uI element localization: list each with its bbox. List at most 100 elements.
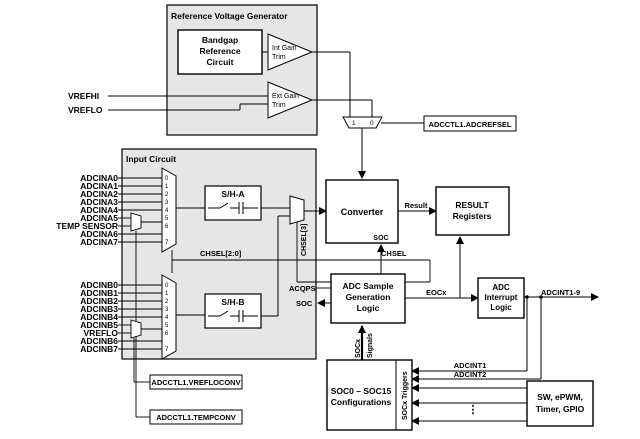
tempconv-box [149,409,243,425]
int-gain-label-2: Trim [272,54,286,61]
mux-a-numbers: 0 1 2 3 4 5 6 7 [165,176,169,246]
mux-a-num-7: 7 [165,240,169,246]
adcinb4-label: ADCINB4 [80,312,118,322]
soc-config-label-1: SOC0 – SOC15 [331,386,392,396]
mux-b-num-1: 1 [165,291,169,297]
converter-soc-label: SOC [373,235,388,242]
adc-interrupt-block [477,277,525,319]
adcinb5-label: ADCINB5 [80,320,118,330]
adc-int-label-1: ADC [492,283,510,292]
adcinb1-label: ADCINB1 [80,288,118,298]
mux-a-num-5: 5 [165,216,169,222]
mux-a-num-1: 1 [165,184,169,190]
mux-b-num-7: 7 [165,347,169,353]
adcina2-label: ADCINA2 [80,189,118,199]
mux-a-num-6: 6 [165,224,169,230]
sw-label-1: SW, ePWM, [537,392,583,402]
ext-gain-label-1: Ext Gain [272,93,299,100]
soc-config-label-2: Configurations [331,397,392,407]
sha-switch-cap [208,202,258,214]
soc-sample-label: SOC [296,299,313,308]
mux-b-numbers: 0 1 2 3 4 5 6 7 [165,283,169,353]
shb-label: S/H-B [221,297,244,307]
mux-a-num-4: 4 [165,208,169,214]
group-b-labels: ADCINB0 ADCINB1 ADCINB2 ADCINB3 ADCINB4 … [80,280,118,354]
temp-sensor-mux [130,212,142,232]
adc-sample-label-3: Logic [357,303,380,313]
result-label-1: RESULT [455,200,489,210]
sw-epwm-block [526,380,594,427]
result-signal-label: Result [405,201,428,210]
adcina4-label: ADCINA4 [80,205,118,215]
eocx-label: EOCx [426,288,447,297]
ext-gain-amp [267,81,314,119]
chsel-label: CHSEL [381,249,407,258]
adc-sample-gen-block [330,273,406,324]
adcinb3-label: ADCINB3 [80,304,118,314]
adcina5-label: ADCINA5 [80,213,118,223]
socx-triggers-label: SOCx Triggers [402,371,409,420]
adcinb2-label: ADCINB2 [80,296,118,306]
adcina7-label: ADCINA7 [80,237,118,247]
bandgap-label-2: Reference [199,46,240,56]
adcina6-label: ADCINA6 [80,229,118,239]
adcrefsel-label: ADCCTL1.ADCREFSEL [429,120,512,129]
chsel-bus-label: CHSEL[2:0] [200,249,242,258]
converter-label: Converter [341,207,384,217]
mux-b [161,274,177,360]
adcina3-label: ADCINA3 [80,197,118,207]
adcinb0-label: ADCINB0 [80,280,118,290]
socx-signals-2: Signals [367,333,374,358]
tempconv-label: ADCCTL1.TEMPCONV [156,413,236,422]
adcint-out-label: ADCINT1-9 [541,288,580,297]
mux-b-num-6: 6 [165,331,169,337]
chsel3-label: CHSEL[3] [301,224,308,256]
adcina1-label: ADCINA1 [80,181,118,191]
more-triggers-dots: ⋮ [468,404,479,416]
mux-b-num-0: 0 [165,283,169,289]
vreflo-b-label: VREFLO [84,328,119,338]
adcinb6-label: ADCINB6 [80,336,118,346]
adc-int-label-3: Logic [490,303,512,312]
vreflo-label: VREFLO [68,105,103,115]
adcint2-label: ADCINT2 [454,370,487,379]
socx-signals-1: SOCx [355,339,362,358]
bandgap-label-1: Bandgap [202,35,238,45]
ref-mux-1: 1 [352,120,356,127]
acqps-label: ACQPS [289,284,316,293]
converter-block [325,179,399,244]
ext-gain-label-2: Trim [272,102,286,109]
adc-sample-label-2: Generation [346,292,391,302]
mux-a-num-0: 0 [165,176,169,182]
bandgap-block [177,29,263,75]
group-a-labels: ADCINA0 ADCINA1 ADCINA2 ADCINA3 ADCINA4 … [56,173,118,247]
adcint1-label: ADCINT1 [454,361,487,370]
adc-int-label-2: Interrupt [485,293,518,302]
sw-label-2: Timer, GPIO [536,404,585,414]
sha-label: S/H-A [221,189,244,199]
mux-a-num-3: 3 [165,200,169,206]
mux-b-num-2: 2 [165,299,169,305]
int-gain-label-1: Int Gain [272,45,297,52]
int-gain-amp [267,33,314,71]
ref-mux-0: 0 [370,120,374,127]
result-registers-block [435,186,510,236]
adcina0-label: ADCINA0 [80,173,118,183]
vrefhi-label: VREFHI [68,91,99,101]
ab-mux [289,195,305,225]
sha-block [204,185,262,221]
vrefloconv-label: ADCCTL1.VREFLOCONV [151,378,240,387]
input-circuit-title: Input Circuit [126,154,176,164]
vrefloconv-box [149,374,243,390]
adcinb7-label: ADCINB7 [80,344,118,354]
bandgap-label-3: Circuit [207,57,234,67]
result-label-2: Registers [453,211,492,221]
mux-b-num-5: 5 [165,323,169,329]
shb-block [204,293,262,329]
mux-a [161,167,177,253]
soc-config-block [326,359,413,431]
mux-b-num-3: 3 [165,307,169,313]
ref-gen-title: Reference Voltage Generator [171,11,288,21]
